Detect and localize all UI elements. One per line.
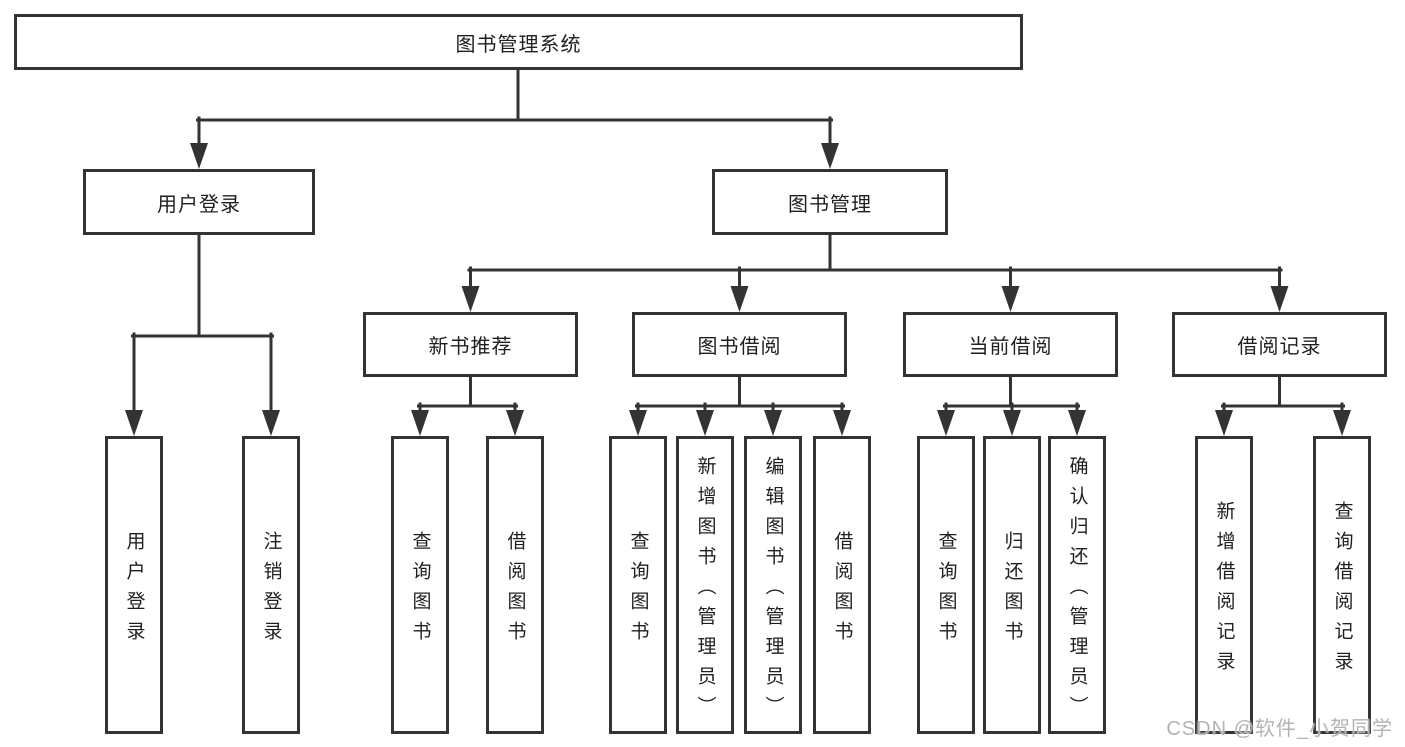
node-label: 借阅记录 bbox=[1237, 336, 1322, 358]
arrowhead bbox=[937, 410, 955, 436]
node-leaf-confirm-return-admin: 确认归还（管理员） bbox=[1048, 436, 1106, 734]
node-book-management: 图书管理 bbox=[712, 169, 948, 235]
connector-new-book-children bbox=[417, 375, 518, 415]
node-label: 当前借阅 bbox=[968, 336, 1053, 358]
node-library-management-system: 图书管理系统 bbox=[14, 14, 1023, 70]
node-label: 新书推荐 bbox=[428, 336, 513, 358]
node-label: 图书借阅 bbox=[697, 336, 782, 358]
node-label: 查询借阅记录 bbox=[1331, 500, 1353, 681]
node-leaf-query-books-2: 查询图书 bbox=[609, 436, 667, 734]
node-label: 查询图书 bbox=[935, 530, 957, 651]
connector-book-management-to-level3 bbox=[467, 233, 1283, 291]
node-new-book-recommend: 新书推荐 bbox=[363, 312, 578, 377]
arrowhead bbox=[1001, 286, 1020, 312]
node-label: 归还图书 bbox=[1001, 530, 1023, 651]
connector-current-borrow-children bbox=[943, 375, 1080, 415]
arrowhead bbox=[461, 286, 480, 312]
node-book-borrow: 图书借阅 bbox=[632, 312, 847, 377]
node-label: 查询图书 bbox=[627, 530, 649, 651]
node-leaf-borrow-books-1: 借阅图书 bbox=[486, 436, 544, 734]
node-label: 新增借阅记录 bbox=[1213, 500, 1235, 681]
node-leaf-return-books: 归还图书 bbox=[983, 436, 1041, 734]
node-label: 新增图书（管理员） bbox=[694, 455, 716, 726]
arrowhead bbox=[506, 410, 524, 436]
arrowhead bbox=[696, 410, 714, 436]
node-leaf-add-books-admin: 新增图书（管理员） bbox=[676, 436, 734, 734]
node-label: 借阅图书 bbox=[831, 530, 853, 651]
node-label: 图书管理系统 bbox=[455, 33, 582, 56]
arrowhead bbox=[190, 143, 208, 169]
arrowhead bbox=[1068, 410, 1086, 436]
arrowhead bbox=[411, 410, 429, 436]
arrowhead bbox=[629, 410, 647, 436]
arrowhead bbox=[1270, 286, 1289, 312]
node-leaf-edit-books-admin: 编辑图书（管理员） bbox=[744, 436, 802, 734]
node-leaf-borrow-books-2: 借阅图书 bbox=[813, 436, 871, 734]
node-leaf-query-books-3: 查询图书 bbox=[917, 436, 975, 734]
connector-user-login-children bbox=[131, 233, 274, 415]
node-label: 用户登录 bbox=[123, 530, 145, 651]
arrowhead bbox=[1215, 410, 1233, 436]
node-label: 查询图书 bbox=[409, 530, 431, 651]
node-borrow-record: 借阅记录 bbox=[1172, 312, 1387, 377]
arrowhead bbox=[262, 410, 280, 436]
node-leaf-query-borrow-record: 查询借阅记录 bbox=[1313, 436, 1371, 734]
node-label: 确认归还（管理员） bbox=[1066, 455, 1088, 726]
node-label: 图书管理 bbox=[788, 193, 872, 216]
arrowhead bbox=[1333, 410, 1351, 436]
node-leaf-logout: 注销登录 bbox=[242, 436, 300, 734]
arrowhead bbox=[821, 143, 839, 169]
arrowhead bbox=[833, 410, 851, 436]
node-label: 编辑图书（管理员） bbox=[762, 455, 784, 726]
node-current-borrow: 当前借阅 bbox=[903, 312, 1118, 377]
connector-book-borrow-children bbox=[635, 375, 845, 415]
node-user-login: 用户登录 bbox=[83, 169, 315, 235]
arrowhead bbox=[125, 410, 143, 436]
node-leaf-query-books-1: 查询图书 bbox=[391, 436, 449, 734]
arrowhead bbox=[1003, 410, 1021, 436]
node-label: 借阅图书 bbox=[504, 530, 526, 651]
node-leaf-user-login: 用户登录 bbox=[105, 436, 163, 734]
arrowhead bbox=[764, 410, 782, 436]
arrowhead bbox=[730, 286, 749, 312]
node-label: 用户登录 bbox=[157, 193, 241, 216]
connector-borrow-record-children bbox=[1221, 375, 1345, 415]
connector-root-to-level2 bbox=[196, 68, 833, 148]
node-label: 注销登录 bbox=[260, 530, 282, 651]
node-leaf-add-borrow-record: 新增借阅记录 bbox=[1195, 436, 1253, 734]
csdn-watermark: CSDN @软件_小贺同学 bbox=[1166, 718, 1393, 740]
